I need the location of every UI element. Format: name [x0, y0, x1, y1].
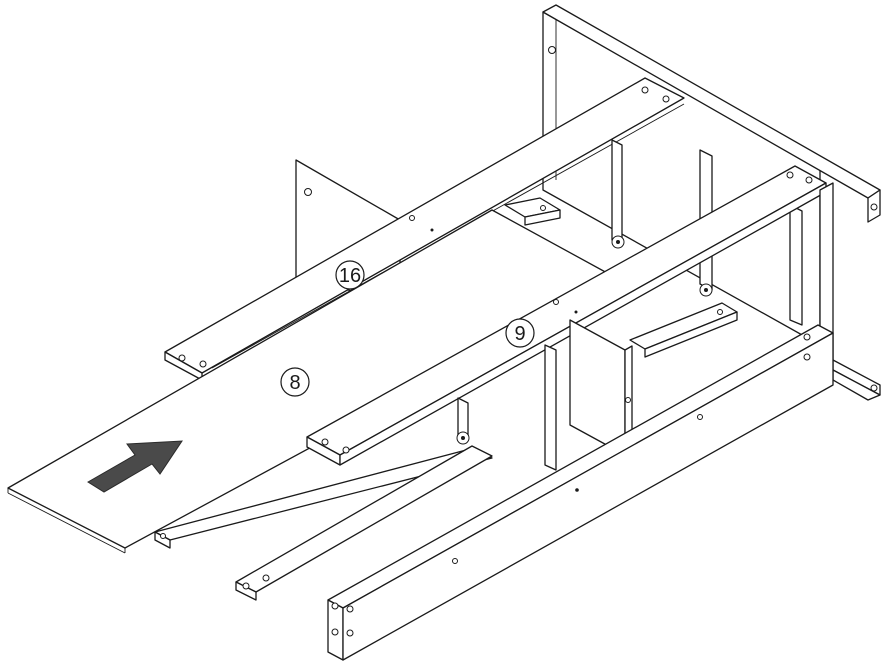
arrow-up-right-icon	[87, 440, 183, 493]
back-top-rail	[542, 4, 881, 223]
lower-rail-middle	[235, 445, 493, 601]
hinge-bracket-mid-2	[456, 397, 470, 445]
svg-text:8: 8	[289, 372, 300, 394]
center-divider-panel	[569, 319, 633, 456]
hinge-bracket-right	[789, 204, 803, 326]
front-bottom-rail	[327, 324, 834, 661]
lower-rail-left	[154, 448, 493, 549]
svg-text:9: 9	[514, 323, 525, 345]
callout-8: 8	[280, 367, 310, 397]
callout-9: 9	[505, 318, 535, 348]
right-side-frame	[819, 182, 881, 401]
cross-block-right	[629, 302, 738, 358]
cross-block-back	[504, 197, 561, 226]
svg-text:16: 16	[339, 265, 361, 287]
hinge-bracket-mid-1	[544, 344, 557, 471]
callout-16: 16	[335, 260, 365, 290]
hinge-bracket-back-1	[611, 139, 625, 249]
